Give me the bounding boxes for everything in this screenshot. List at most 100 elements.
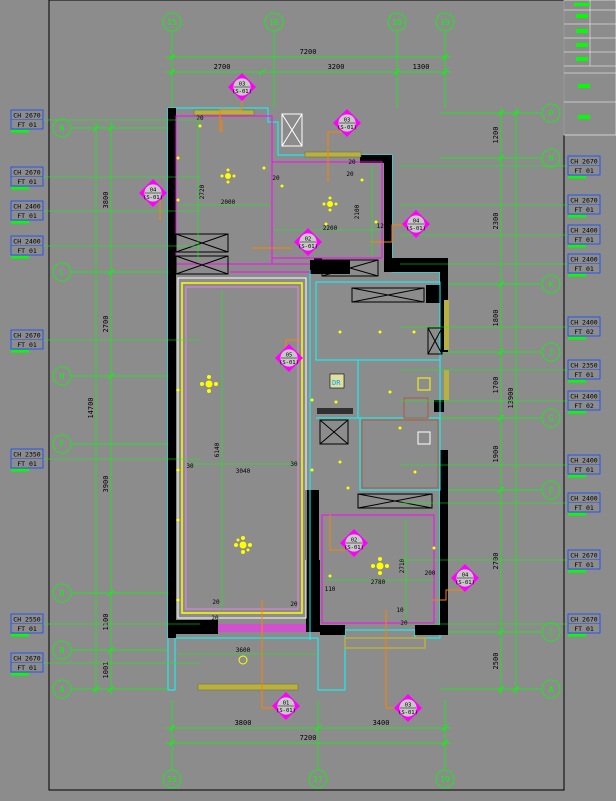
tag-note (11, 350, 29, 353)
grid-bubble (162, 769, 182, 789)
tag-ft: FT 01 (17, 341, 37, 349)
section-marker-sheet: (S-01) (143, 195, 163, 201)
tag-ft: FT 02 (574, 328, 594, 336)
interior-dim-label: 20 (212, 599, 220, 606)
dim-bottom-total: 7200 (300, 734, 317, 742)
grid-bubble (52, 366, 72, 386)
section-marker-number: 04 (413, 219, 420, 225)
interior-dim-label: 20 (196, 115, 204, 122)
tag-ch: CH 2400 (13, 203, 40, 211)
chandelier-icon (234, 536, 252, 554)
grid-bubble (52, 262, 72, 282)
dim-tick (441, 68, 449, 76)
grid-bubble (162, 12, 182, 32)
section-marker: 03(S-01) (394, 694, 422, 722)
tag-note (11, 187, 29, 190)
grid-bubble (541, 480, 561, 500)
tag-note (568, 411, 586, 414)
interior-dim-label: 20 (272, 175, 280, 182)
section-marker-number: 05 (286, 353, 293, 359)
tag-ft: FT 01 (17, 664, 37, 672)
interior-dim-label: 30 (186, 463, 194, 470)
tag-note (11, 256, 29, 259)
building-outline: DR (167, 107, 449, 691)
section-marker: 03(S-01) (333, 109, 361, 137)
grid-label-left: H (60, 372, 65, 381)
tag-ft: FT 01 (17, 625, 37, 633)
tag-ft: FT 01 (17, 178, 37, 186)
dim-tick (107, 124, 115, 132)
grid-label-left: N (60, 124, 65, 133)
dim-right-seg: 2500 (492, 653, 500, 670)
dim-tick (92, 124, 100, 132)
section-marker-sheet: (S-01) (455, 580, 475, 586)
tag-ch: CH 2400 (570, 393, 597, 401)
tag-ch: CH 2670 (570, 616, 597, 624)
dim-tick (497, 414, 505, 422)
title-block (563, 0, 616, 136)
tag-ft: FT 01 (17, 460, 37, 468)
dim-tick (441, 739, 449, 747)
section-marker-number: 02 (351, 538, 358, 544)
section-marker-number: 03 (344, 118, 351, 124)
section-marker: 04(S-01) (402, 210, 430, 238)
dim-left-seg: 3900 (102, 476, 110, 493)
tag-ft: FT 01 (17, 121, 37, 129)
dim-left-seg: 2700 (102, 316, 110, 333)
grid-bubble (541, 622, 561, 642)
tag-ch: CH 2400 (570, 227, 597, 235)
interior-dim-label: 2200 (323, 225, 338, 232)
section-marker-sheet: (S-01) (298, 244, 318, 250)
tag-ft: FT 01 (17, 247, 37, 255)
grid-label-left: A (60, 685, 65, 694)
section-marker-number: 01 (283, 701, 290, 707)
tag-ft: FT 01 (574, 561, 594, 569)
tag-ch: CH 2400 (570, 457, 597, 465)
tag-ft: FT 01 (574, 371, 594, 379)
section-markers: 03(S-01)03(S-01)04(S-01)04(S-01)02(S-01)… (139, 73, 479, 722)
dim-top-seg: 3200 (328, 63, 345, 71)
interior-dim-label: 110 (325, 586, 336, 593)
section-marker-sheet: (S-01) (279, 360, 299, 366)
section-marker-sheet: (S-01) (232, 89, 252, 95)
grid-bubble (308, 769, 328, 789)
grid-bubble (435, 769, 455, 789)
dim-tick (393, 68, 401, 76)
dim-tick (497, 348, 505, 356)
tag-note (568, 245, 586, 248)
dim-right-seg: 1900 (492, 446, 500, 463)
section-marker-sheet: (S-01) (406, 226, 426, 232)
interior-dim-label: 2720 (199, 184, 206, 199)
dim-top-seg: 1300 (413, 63, 430, 71)
tag-note (568, 274, 586, 277)
tag-note (11, 469, 29, 472)
tag-ft: FT 01 (574, 167, 594, 175)
grid-bubble (435, 12, 455, 32)
dim-tick (497, 685, 505, 693)
grid-bubble (541, 148, 561, 168)
tag-ft: FT 01 (574, 466, 594, 474)
tag-ch: CH 2670 (13, 332, 40, 340)
interior-dim-label: 20 (348, 159, 356, 166)
dim-tick (497, 628, 505, 636)
grid-label-right: P (549, 109, 554, 118)
section-marker: 04(S-01) (451, 564, 479, 592)
grid-bubble (541, 342, 561, 362)
grid-bubble (387, 12, 407, 32)
dim-tick (512, 109, 520, 117)
grid-bubble (264, 12, 284, 32)
dim-tick (168, 739, 176, 747)
interior-dim-label: 200 (425, 570, 436, 577)
grid-label-right: C (549, 628, 554, 637)
section-marker-number: 04 (462, 573, 469, 579)
